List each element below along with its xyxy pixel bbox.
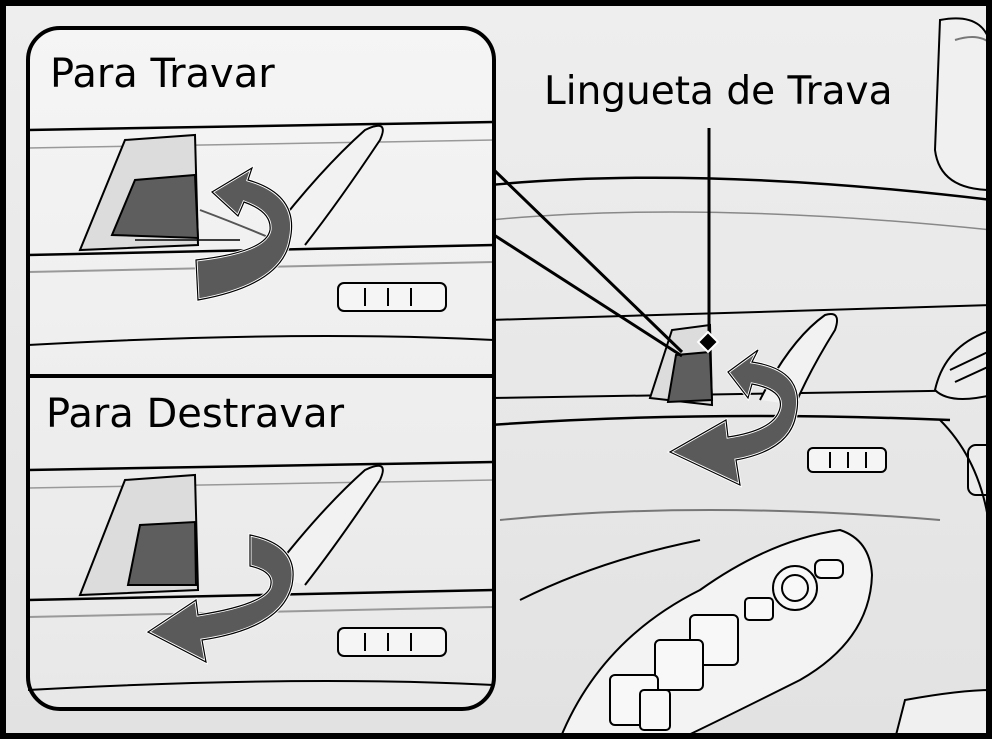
- lock-inset: [28, 120, 494, 346]
- callout-marker: [696, 330, 720, 354]
- zoom-line-top: [492, 168, 684, 354]
- inset-border: [26, 26, 496, 711]
- unlock-label: Para Destravar: [46, 391, 345, 437]
- unlock-inset: [28, 460, 494, 691]
- lock-tab-label: Lingueta de Trava: [544, 69, 893, 114]
- door-panel-scene: [489, 17, 992, 739]
- zoom-line-bottom: [493, 233, 683, 358]
- unlock-arrow: [145, 533, 295, 665]
- main-arrow: [666, 348, 799, 488]
- lock-arrow: [194, 164, 294, 302]
- lock-label: Para Travar: [50, 51, 275, 97]
